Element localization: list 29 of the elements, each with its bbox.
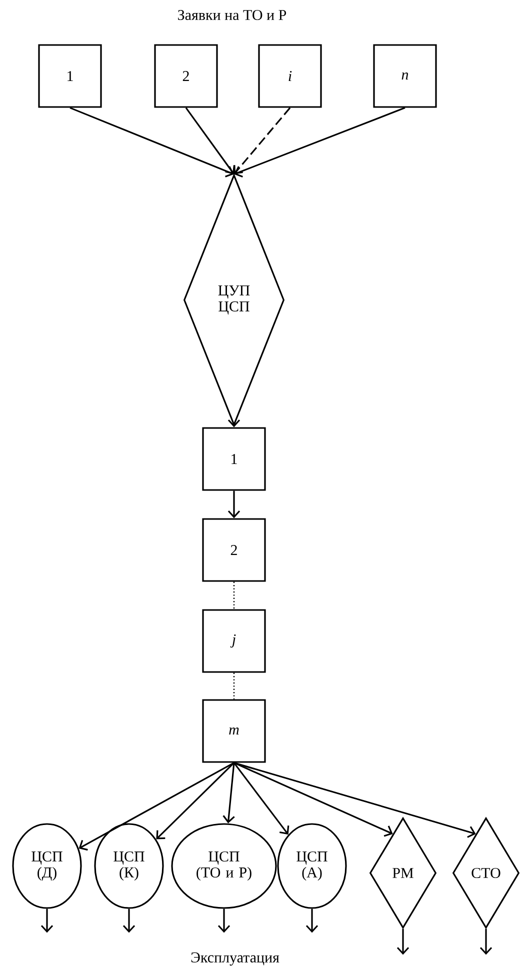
arrow [233, 762, 290, 835]
process-box: n [373, 44, 437, 108]
arrow [40, 908, 54, 933]
process-box: 2 [202, 518, 266, 582]
caption-text: Эксплуатация [191, 952, 280, 966]
process-box: 2 [154, 44, 218, 108]
process-box: j [202, 609, 266, 673]
process-box: m [202, 699, 266, 763]
process-box: 1 [38, 44, 102, 108]
process-box: 1 [202, 427, 266, 491]
process-box: i [258, 44, 322, 108]
arrow [228, 490, 240, 518]
arrow [122, 908, 136, 933]
arrow [306, 908, 318, 933]
arrow [480, 928, 492, 955]
arrow [70, 107, 234, 178]
arrow [234, 762, 476, 838]
title: Заявки на ТО и Р [178, 10, 286, 20]
arrow [78, 762, 234, 851]
arrow [234, 762, 393, 837]
connector-line [233, 672, 235, 700]
arrow [156, 762, 235, 840]
arrow [234, 107, 291, 174]
arrow [396, 928, 410, 955]
arrow [218, 908, 230, 933]
arrow [185, 107, 236, 174]
arrow [234, 107, 406, 178]
connector-line [233, 582, 235, 610]
arrow [222, 762, 235, 824]
